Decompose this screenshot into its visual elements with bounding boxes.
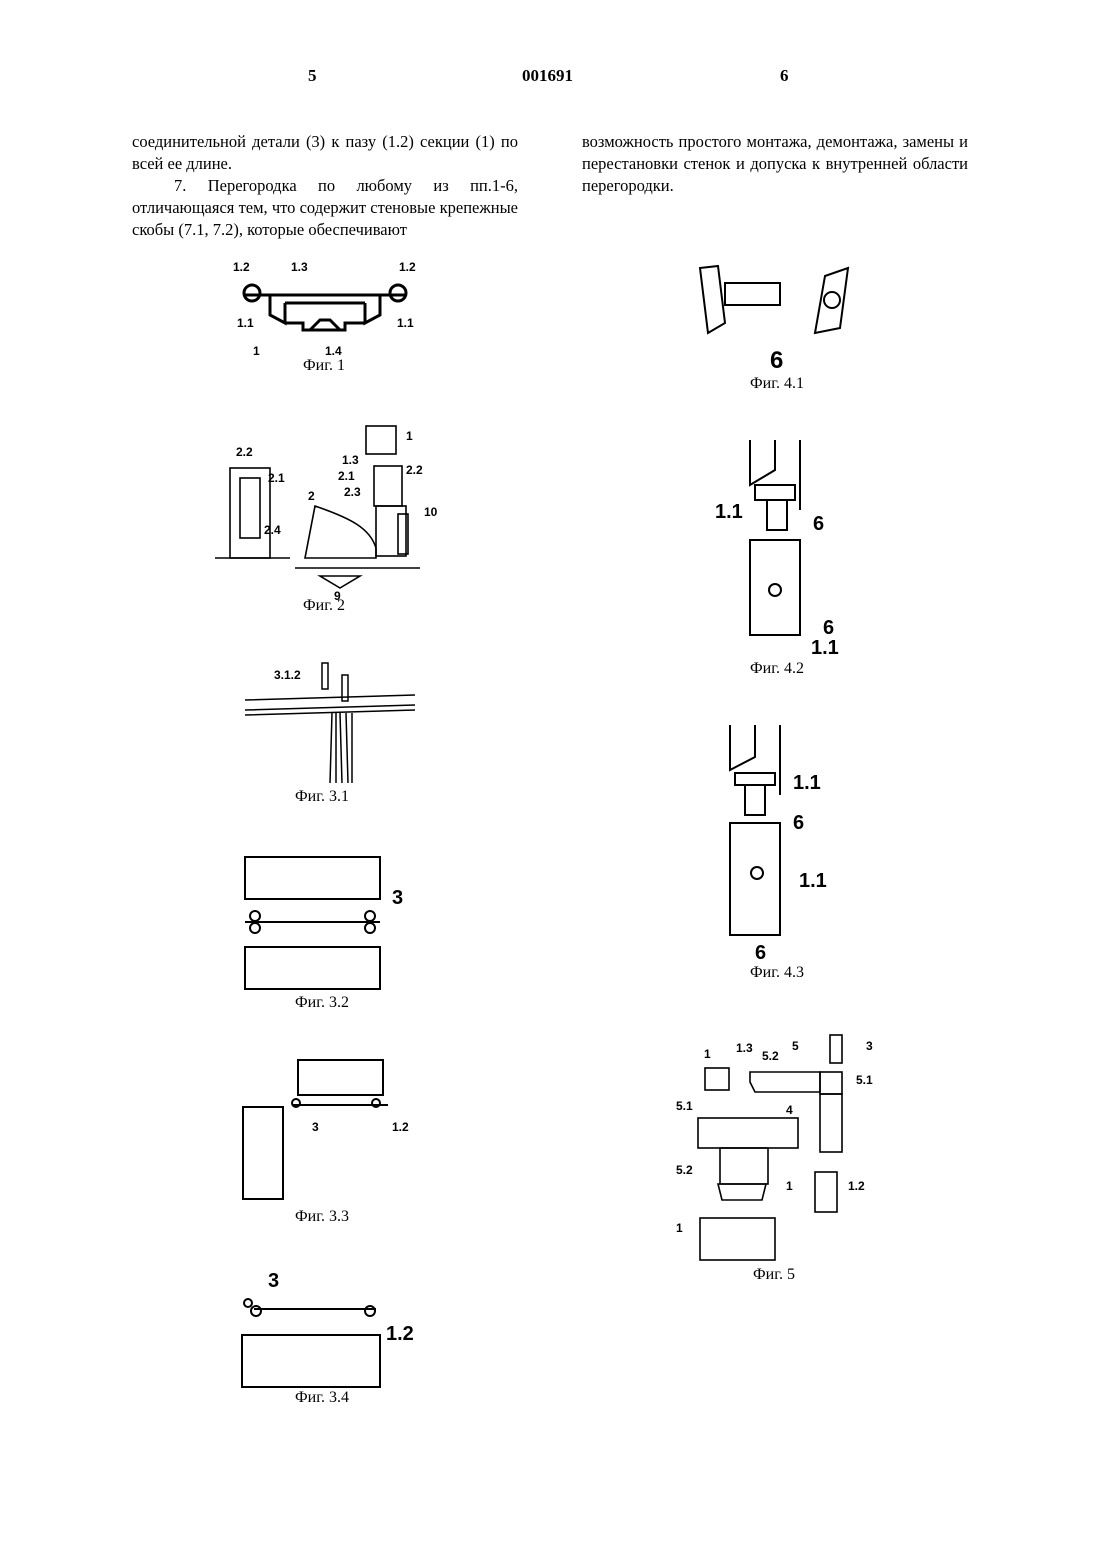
figure-label: 1.1: [793, 772, 821, 794]
figure-label: 6: [823, 617, 834, 639]
figure-label: 5.2: [676, 1163, 693, 1177]
figure-label: 3: [312, 1120, 319, 1134]
page-number-left: 5: [308, 66, 317, 86]
figure-label: 2.1: [268, 471, 285, 485]
left-column-text: соединительной детали (3) к пазу (1.2) с…: [132, 131, 518, 241]
figure-3-4-caption: Фиг. 3.4: [252, 1389, 392, 1407]
figure-label: 2.2: [236, 445, 253, 459]
figure-3-1-drawing: 3.1.2: [240, 655, 420, 785]
figure-label: 6: [770, 347, 783, 374]
figure-4-1-drawing: 6: [690, 258, 870, 378]
figure-label: 1.4: [325, 344, 342, 358]
figure-label: 3: [866, 1039, 873, 1053]
figure-label: 1: [253, 344, 260, 358]
paragraph: соединительной детали (3) к пазу (1.2) с…: [132, 131, 518, 175]
figure-label: 1: [676, 1221, 683, 1235]
figure-2-drawing: 2.2 2.1 2 2.4 1 1.3 2.2 2.1 2.3 10 9: [210, 418, 450, 598]
figure-1-caption: Фиг. 1: [254, 357, 394, 375]
figure-label: 4: [786, 1103, 793, 1117]
figure-label: 10: [424, 505, 438, 519]
figure-4-3-caption: Фиг. 4.3: [707, 964, 847, 982]
figure-label: 5.1: [676, 1099, 693, 1113]
figure-label: 6: [793, 812, 804, 834]
figure-3-3-drawing: 3 1.2: [238, 1055, 418, 1205]
figure-label: 1.1: [799, 870, 827, 892]
figure-label: 1: [406, 429, 413, 443]
figure-label: 1: [786, 1179, 793, 1193]
figure-label: 1.3: [736, 1041, 753, 1055]
figure-label: 6: [813, 513, 824, 535]
figure-label: 1.2: [392, 1120, 409, 1134]
figure-label: 2.3: [344, 485, 361, 499]
figure-2-caption: Фиг. 2: [254, 597, 394, 615]
figure-1-drawing: 1.2 1.3 1.2 1.1 1.1 1 1.4: [225, 255, 425, 365]
figure-label: 1.2: [386, 1323, 414, 1345]
figure-4-2-drawing: 1.1 6 6 1.1: [715, 440, 855, 660]
figure-3-1-caption: Фиг. 3.1: [252, 788, 392, 806]
paragraph: возможность простого монтажа, демонтажа,…: [582, 131, 968, 197]
figure-label: 5.2: [762, 1049, 779, 1063]
figure-label: 1.1: [811, 637, 839, 659]
figure-3-2-caption: Фиг. 3.2: [252, 994, 392, 1012]
figure-label: 1: [704, 1047, 711, 1061]
figure-label: 1.3: [342, 453, 359, 467]
figure-label: 2: [308, 489, 315, 503]
figure-label: 2.2: [406, 463, 423, 477]
page-number-right: 6: [780, 66, 789, 86]
right-column-text: возможность простого монтажа, демонтажа,…: [582, 131, 968, 197]
figure-4-1-caption: Фиг. 4.1: [707, 375, 847, 393]
figure-label: 1.2: [399, 260, 416, 274]
figure-label: 1.2: [233, 260, 250, 274]
figure-3-2-drawing: 3: [240, 852, 410, 992]
figure-5-drawing: 1 1.3 5.2 5 3 5.1 5.1 4 5.2 1 1.2 1: [670, 1030, 900, 1270]
figure-label: 6: [755, 942, 766, 964]
figure-label: 5: [792, 1039, 799, 1053]
figure-label: 1.1: [715, 501, 743, 523]
figure-label: 2.1: [338, 469, 355, 483]
figure-label: 3: [392, 887, 403, 909]
figure-label: 1.2: [848, 1179, 865, 1193]
figure-label: 2.4: [264, 523, 281, 537]
figure-label: 1.1: [237, 316, 254, 330]
paragraph: 7. Перегородка по любому из пп.1-6, отли…: [132, 175, 518, 241]
figure-label: 1.1: [397, 316, 414, 330]
figure-label: 1.3: [291, 260, 308, 274]
figure-4-3-drawing: 1.1 6 1.1 6: [715, 725, 855, 965]
figure-5-caption: Фиг. 5: [704, 1266, 844, 1284]
figure-4-2-caption: Фиг. 4.2: [707, 660, 847, 678]
figure-3-4-drawing: 3 1.2: [236, 1265, 426, 1390]
figure-label: 5.1: [856, 1073, 873, 1087]
figure-label: 3: [268, 1270, 279, 1292]
figure-3-3-caption: Фиг. 3.3: [252, 1208, 392, 1226]
document-number: 001691: [522, 66, 573, 86]
figure-label: 3.1.2: [274, 668, 301, 682]
